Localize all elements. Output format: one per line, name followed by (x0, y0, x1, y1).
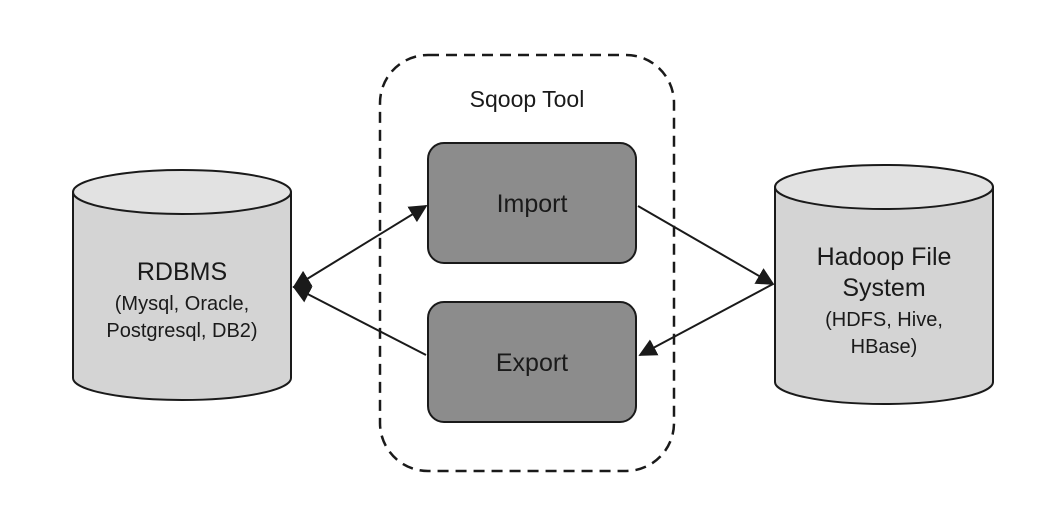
hadoop-examples-line1: (HDFS, Hive, (825, 309, 943, 331)
sqoop-tool-title: Sqoop Tool (470, 86, 585, 112)
hadoop-name-line1: Hadoop File (817, 243, 952, 271)
hadoop-examples-line2: HBase) (851, 336, 918, 358)
rdbms-examples-line1: (Mysql, Oracle, (115, 293, 249, 315)
rdbms-examples-line2: Postgresql, DB2) (106, 320, 257, 342)
rdbms-name: RDBMS (137, 258, 227, 286)
hadoop-name-line2: System (842, 274, 925, 302)
arrow-export-rdbms (292, 286, 427, 356)
import-box: Import (427, 142, 637, 264)
export-label: Export (496, 349, 568, 377)
import-label: Import (497, 190, 568, 218)
rdbms-cylinder: RDBMS (Mysql, Oracle, Postgresql, DB2) (72, 169, 292, 401)
hadoop-cylinder: Hadoop File System (HDFS, Hive, HBase) (774, 164, 994, 405)
arrow-hadoop-export (638, 283, 774, 356)
export-box: Export (427, 301, 637, 423)
arrow-import-hadoop (637, 205, 775, 285)
arrow-rdbms-import (292, 205, 428, 288)
